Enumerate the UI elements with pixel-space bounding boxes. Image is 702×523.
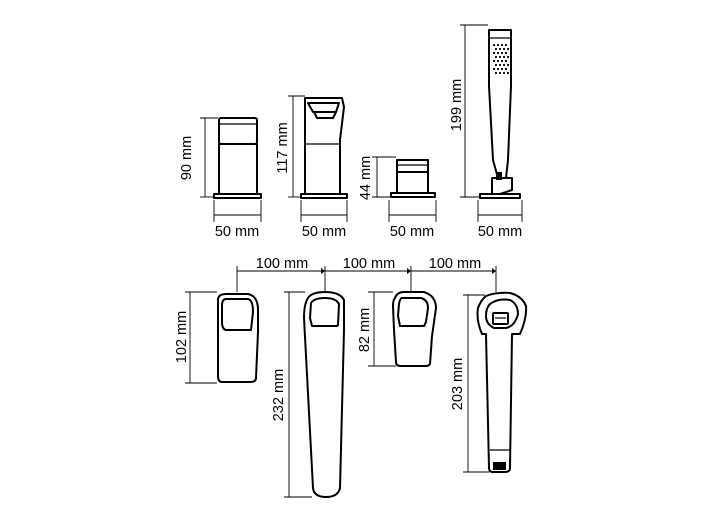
label-diverter-height: 44 mm: [358, 156, 374, 200]
dim-handshower-length: 203 mm: [450, 294, 489, 473]
nozzle-dot: [494, 55, 498, 59]
nozzle-dot: [506, 55, 510, 59]
label-mixer-height: 90 mm: [179, 136, 195, 180]
mixer-elevation: [213, 117, 262, 199]
dim-spout-height: 117 mm: [275, 95, 305, 198]
dim-handshower-width: 50 mm: [477, 200, 523, 240]
nozzle-dot: [500, 67, 504, 71]
nozzle-dot: [496, 51, 500, 55]
nozzle-dot: [502, 47, 506, 51]
nozzle-dot: [492, 67, 496, 71]
nozzle-dot: [506, 71, 510, 75]
dim-spacing-chain: 100 mm 100 mm 100 mm: [236, 256, 497, 292]
dim-mixer-width: 50 mm: [213, 200, 262, 240]
dim-spout-width: 50 mm: [300, 200, 348, 240]
nozzle-dot: [502, 71, 506, 75]
nozzle-dot: [502, 55, 506, 59]
spout-elevation: [300, 97, 348, 199]
label-diverter-width: 50 mm: [390, 224, 434, 240]
label-spacing-3: 100 mm: [429, 256, 481, 272]
nozzle-dot: [500, 43, 504, 47]
nozzle-dot: [500, 59, 504, 63]
label-handshower-width: 50 mm: [478, 224, 522, 240]
nozzle-dot: [506, 63, 510, 67]
nozzle-dot: [494, 71, 498, 75]
nozzle-dot: [498, 47, 502, 51]
nozzle-dot: [494, 63, 498, 67]
nozzle-dot: [492, 59, 496, 63]
label-spout-length: 232 mm: [271, 369, 287, 421]
nozzle-dot: [504, 51, 508, 55]
label-spout-width: 50 mm: [302, 224, 346, 240]
nozzle-dot: [498, 63, 502, 67]
dim-diverter-height: 44 mm: [358, 156, 396, 200]
nozzle-dot: [492, 51, 496, 55]
diverter-plan: [392, 291, 437, 367]
dim-handshower-height: 199 mm: [449, 24, 488, 198]
dim-diverter-length: 82 mm: [357, 291, 396, 367]
nozzle-dot: [496, 59, 500, 63]
dim-spout-length: 232 mm: [271, 291, 312, 498]
handshower-elevation: [479, 29, 521, 199]
nozzle-dot: [498, 55, 502, 59]
nozzle-dot: [504, 67, 508, 71]
mixer-plan: [217, 293, 259, 383]
dim-mixer-length: 102 mm: [174, 291, 217, 384]
nozzle-dot: [496, 67, 500, 71]
label-mixer-width: 50 mm: [215, 224, 259, 240]
nozzle-dot: [494, 47, 498, 51]
spout-plan: [303, 291, 345, 498]
nozzle-dot: [496, 43, 500, 47]
nozzle-dot: [504, 43, 508, 47]
label-handshower-length: 203 mm: [450, 358, 466, 410]
nozzle-dot: [500, 51, 504, 55]
label-diverter-length: 82 mm: [357, 308, 373, 352]
label-spacing-2: 100 mm: [343, 256, 395, 272]
label-mixer-length: 102 mm: [174, 311, 190, 363]
nozzle-dot: [498, 71, 502, 75]
nozzle-grid: [492, 43, 510, 75]
label-spacing-1: 100 mm: [256, 256, 308, 272]
dim-diverter-width: 50 mm: [388, 200, 437, 240]
dim-mixer-height: 90 mm: [179, 117, 218, 198]
nozzle-dot: [506, 47, 510, 51]
label-handshower-height: 199 mm: [449, 79, 465, 131]
diverter-elevation: [390, 159, 436, 198]
nozzle-dot: [504, 59, 508, 63]
nozzle-dot: [492, 43, 496, 47]
label-spout-height: 117 mm: [275, 122, 291, 173]
handshower-plan: [476, 291, 528, 473]
nozzle-dot: [502, 63, 506, 67]
